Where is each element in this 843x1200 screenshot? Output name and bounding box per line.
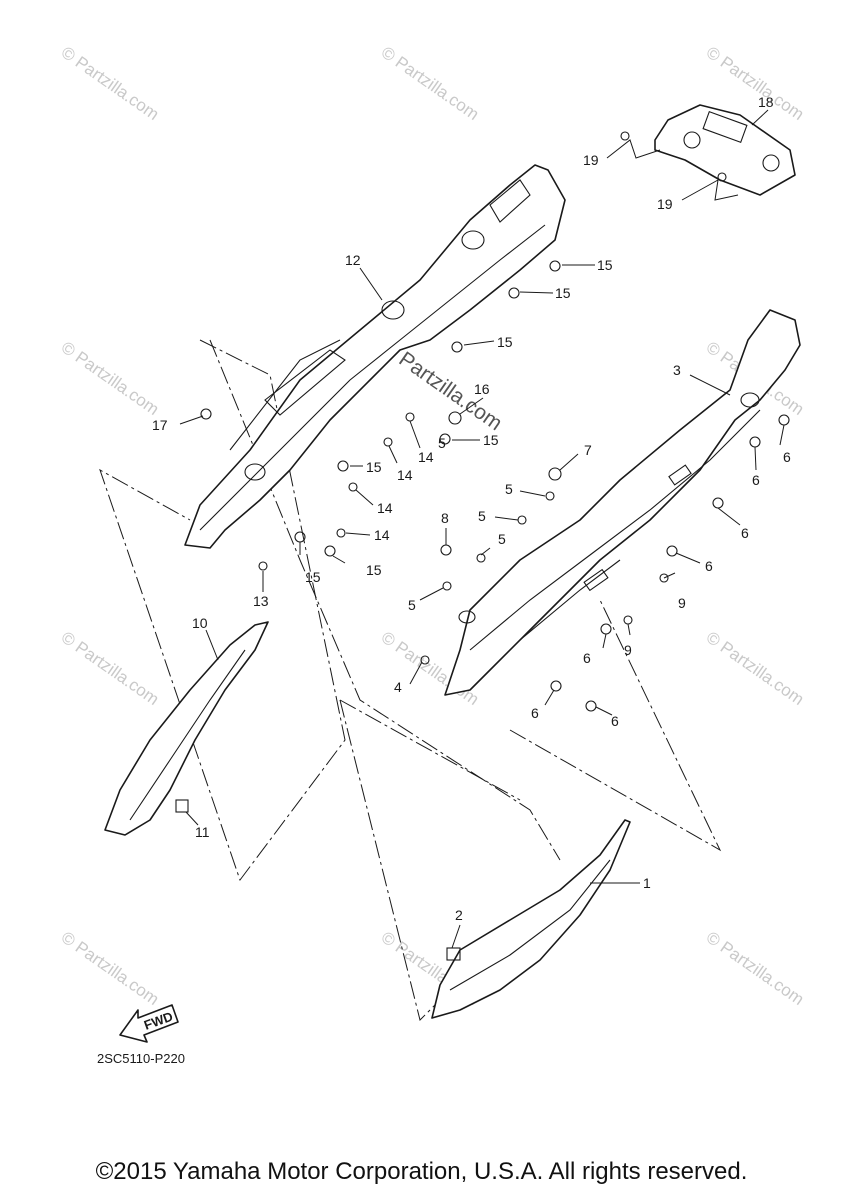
callout-8: 8 <box>441 510 449 526</box>
callout-15: 15 <box>366 562 382 578</box>
callout-15: 15 <box>483 432 499 448</box>
part-1-lower-cover <box>431 819 631 1019</box>
callout-18: 18 <box>758 94 774 110</box>
callout-15: 15 <box>366 459 382 475</box>
callout-17: 17 <box>152 417 168 433</box>
callout-6: 6 <box>611 713 619 729</box>
callout-19: 19 <box>657 196 673 212</box>
callout-1: 1 <box>643 875 651 891</box>
svg-text:© Partzilla.com: © Partzilla.com <box>58 928 163 1009</box>
callout-15: 15 <box>497 334 513 350</box>
callout-5: 5 <box>498 531 506 547</box>
callout-9: 9 <box>624 642 632 658</box>
callout-15: 15 <box>305 569 321 585</box>
part-10-inner-panel <box>104 621 269 836</box>
svg-text:© Partzilla.com: © Partzilla.com <box>58 628 163 709</box>
assembly-guides <box>99 339 722 1021</box>
callout-2: 2 <box>455 907 463 923</box>
callout-14: 14 <box>377 500 393 516</box>
callout-15: 15 <box>597 257 613 273</box>
callout-14: 14 <box>397 467 413 483</box>
callout-6: 6 <box>783 449 791 465</box>
callout-13: 13 <box>253 593 269 609</box>
callout-12: 12 <box>345 252 361 268</box>
callout-9: 9 <box>678 595 686 611</box>
fasteners <box>200 131 790 712</box>
callout-10: 10 <box>192 615 208 631</box>
fwd-arrow-icon: FWD <box>119 1004 179 1043</box>
callout-6: 6 <box>583 650 591 666</box>
callout-5: 5 <box>478 508 486 524</box>
svg-text:© Partzilla.com: © Partzilla.com <box>378 43 483 124</box>
callout-5: 5 <box>408 597 416 613</box>
callout-5: 5 <box>505 481 513 497</box>
watermark-layer: © Partzilla.com © Partzilla.com © Partzi… <box>58 43 808 1009</box>
callout-5: 5 <box>438 435 446 451</box>
callout-6: 6 <box>531 705 539 721</box>
svg-text:© Partzilla.com: © Partzilla.com <box>58 338 163 419</box>
diagram-code: 2SC5110-P220 <box>97 1051 185 1066</box>
callout-19: 19 <box>583 152 599 168</box>
callout-6: 6 <box>705 558 713 574</box>
callout-3: 3 <box>673 362 681 378</box>
callout-7: 7 <box>584 442 592 458</box>
callout-11: 11 <box>195 824 210 840</box>
svg-text:© Partzilla.com: © Partzilla.com <box>58 43 163 124</box>
callout-15: 15 <box>555 285 571 301</box>
callout-14: 14 <box>374 527 390 543</box>
leader-lines <box>179 109 785 949</box>
callout-labels: 1 2 3 4 5 5 5 5 5 6 6 6 6 6 6 6 6 7 8 9 … <box>152 94 791 923</box>
callout-16: 16 <box>474 381 490 397</box>
svg-text:© Partzilla.com: © Partzilla.com <box>703 628 808 709</box>
part-3-side-cover <box>444 309 801 696</box>
copyright-footer: ©2015 Yamaha Motor Corporation, U.S.A. A… <box>95 1158 748 1185</box>
callout-4: 4 <box>394 679 402 695</box>
callout-6: 6 <box>752 472 760 488</box>
part-12-frame-cover <box>184 164 566 549</box>
callout-14: 14 <box>418 449 434 465</box>
callout-6: 6 <box>741 525 749 541</box>
part-18-bracket <box>654 104 796 196</box>
svg-text:© Partzilla.com: © Partzilla.com <box>703 928 808 1009</box>
diagram-canvas: © Partzilla.com © Partzilla.com © Partzi… <box>58 43 808 1066</box>
